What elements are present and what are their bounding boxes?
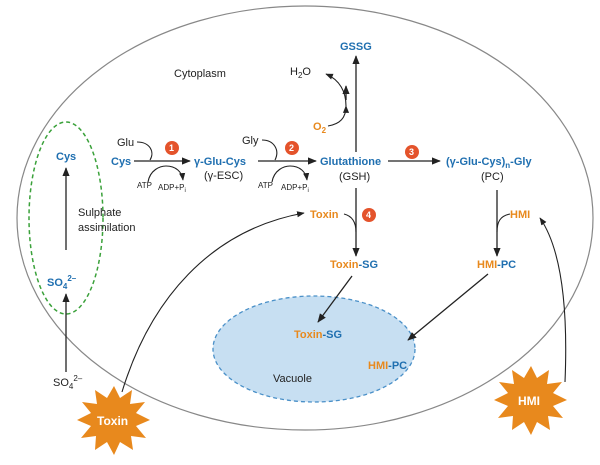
svg-text:(γ-Glu-Cys)n-Gly: (γ-Glu-Cys)n-Gly	[446, 156, 532, 170]
atp-curve-2	[271, 165, 310, 183]
arrow-toxinsg-to-vacuole	[317, 275, 353, 323]
step-4-number: 4	[366, 210, 371, 220]
glu-input-curve	[136, 141, 153, 161]
gssg-label: GSSG	[340, 41, 372, 53]
h2o-label: H2O	[290, 66, 311, 80]
vacuole-label: Vacuole	[273, 373, 312, 385]
vacuole-toxin-sg-label: Toxin-SG	[294, 329, 342, 341]
gly-label: Gly	[242, 135, 259, 147]
step-1-badge	[165, 141, 179, 155]
so4-plastid: SO42–	[47, 274, 77, 291]
cytoplasm-label: Cytoplasm	[174, 68, 226, 80]
toxin-sg-label: Toxin-SG	[330, 259, 378, 271]
svg-text:ADP+Pi: ADP+Pi	[158, 183, 186, 194]
step-3-badge	[405, 145, 419, 159]
atp-curve-1	[147, 165, 186, 183]
so4-external: SO42–	[53, 374, 83, 391]
toxin-star-label: Toxin	[97, 414, 128, 428]
toxin-entry-curve	[121, 211, 305, 393]
vacuole	[212, 295, 416, 403]
svg-text:SO42–: SO42–	[47, 274, 77, 291]
toxin-label: Toxin	[310, 209, 339, 221]
step-4-badge	[362, 208, 376, 222]
sulphate-label-1: Sulphate	[78, 207, 121, 219]
step-2-badge	[285, 141, 299, 155]
glu-label: Glu	[117, 137, 134, 149]
cys-plastid-label: Cys	[56, 151, 76, 163]
svg-text:Toxin-SG: Toxin-SG	[330, 259, 378, 271]
svg-text:HMI-PC: HMI-PC	[368, 360, 407, 372]
hmi-label: HMI	[510, 209, 530, 221]
o2-label: O2	[313, 121, 327, 135]
step-3-number: 3	[409, 147, 414, 157]
svg-text:O2: O2	[313, 121, 327, 135]
svg-text:Toxin-SG: Toxin-SG	[294, 329, 342, 341]
step-2-number: 2	[289, 143, 294, 153]
sulphate-label-2: assimilation	[78, 222, 135, 234]
gsh-label: (GSH)	[339, 171, 370, 183]
hmi-star-label: HMI	[518, 394, 540, 408]
arrow-to-h2o	[325, 73, 347, 107]
arrow-hmipc-to-vacuole	[407, 273, 489, 341]
hmi-entry-curve	[539, 217, 567, 383]
gamma-glu-cys-label: γ-Glu-Cys	[194, 156, 246, 168]
atp-label-2: ATP	[258, 181, 273, 190]
hmi-starburst: HMI	[494, 366, 567, 435]
svg-text:H2O: H2O	[290, 66, 311, 80]
hmi-pc-label: HMI-PC	[477, 259, 516, 271]
svg-text:ADP+Pi: ADP+Pi	[281, 183, 309, 194]
pc-formula-label: (γ-Glu-Cys)n-Gly	[446, 156, 532, 170]
o2-curve	[327, 105, 350, 127]
svg-text:HMI-PC: HMI-PC	[477, 259, 516, 271]
adp-label-2: ADP+Pi	[281, 183, 309, 194]
svg-text:SO42–: SO42–	[53, 374, 83, 391]
gamma-esc-label: (γ-ESC)	[204, 170, 243, 182]
glutathione-label: Glutathione	[320, 156, 381, 168]
cell-outline	[16, 5, 594, 431]
hmi-join-curve	[496, 213, 511, 233]
vacuole-hmi-pc-label: HMI-PC	[368, 360, 407, 372]
atp-label-1: ATP	[137, 181, 152, 190]
step-1-number: 1	[169, 143, 174, 153]
toxin-starburst: Toxin	[77, 386, 150, 455]
toxin-join-curve	[343, 213, 357, 233]
pc-label: (PC)	[481, 171, 504, 183]
gly-input-curve	[261, 139, 278, 161]
cys-label: Cys	[111, 156, 131, 168]
plastid-outline	[28, 121, 104, 315]
adp-label-1: ADP+Pi	[158, 183, 186, 194]
